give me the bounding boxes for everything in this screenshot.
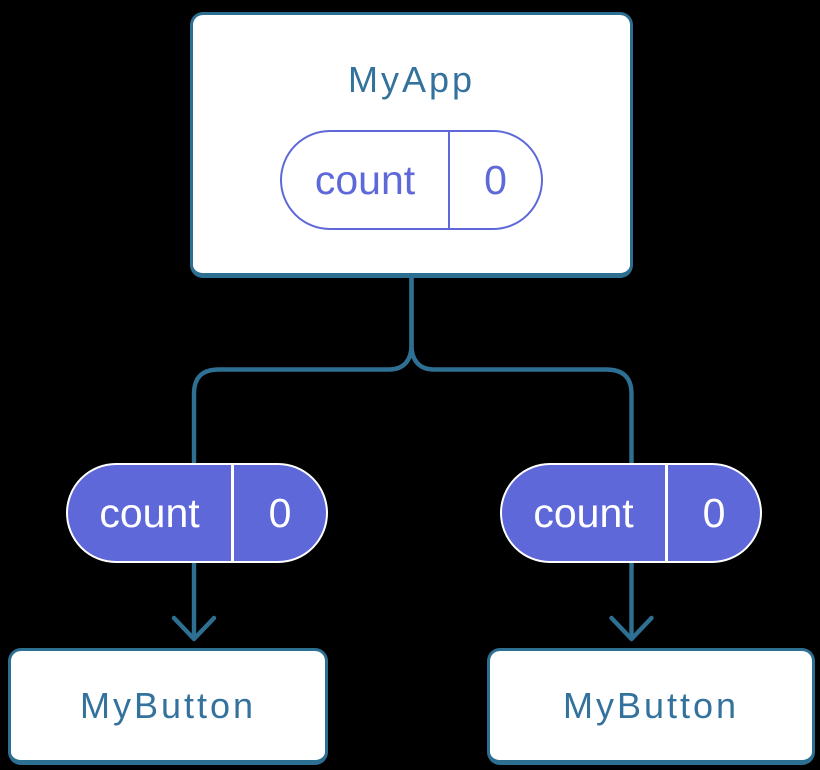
right-branch-connector (409, 277, 634, 636)
right-arrow-down-icon (609, 615, 654, 642)
prop-pill-right-value: 0 (702, 489, 726, 536)
prop-pill-right-label: count (533, 489, 634, 536)
state-pill-label: count (314, 156, 416, 203)
left-branch-connector (191, 277, 414, 636)
node-mybutton-left-title: MyButton (79, 685, 257, 726)
state-pill-value: 0 (484, 156, 507, 203)
prop-pill-right: count 0 (500, 463, 762, 563)
node-mybutton-left: MyButton (8, 648, 328, 765)
node-myapp: MyApp count 0 (190, 12, 633, 278)
node-myapp-title: MyApp (347, 59, 476, 100)
pill-divider (448, 132, 450, 228)
node-mybutton-right: MyButton (487, 648, 815, 765)
node-mybutton-right-title: MyButton (562, 685, 740, 726)
prop-pill-left: count 0 (66, 463, 328, 563)
prop-pill-left-label: count (99, 489, 200, 536)
pill-divider (231, 465, 234, 561)
left-arrow-down-icon (171, 615, 217, 642)
pill-divider (665, 465, 668, 561)
prop-pill-left-value: 0 (268, 489, 292, 536)
state-pill: count 0 (280, 130, 543, 230)
